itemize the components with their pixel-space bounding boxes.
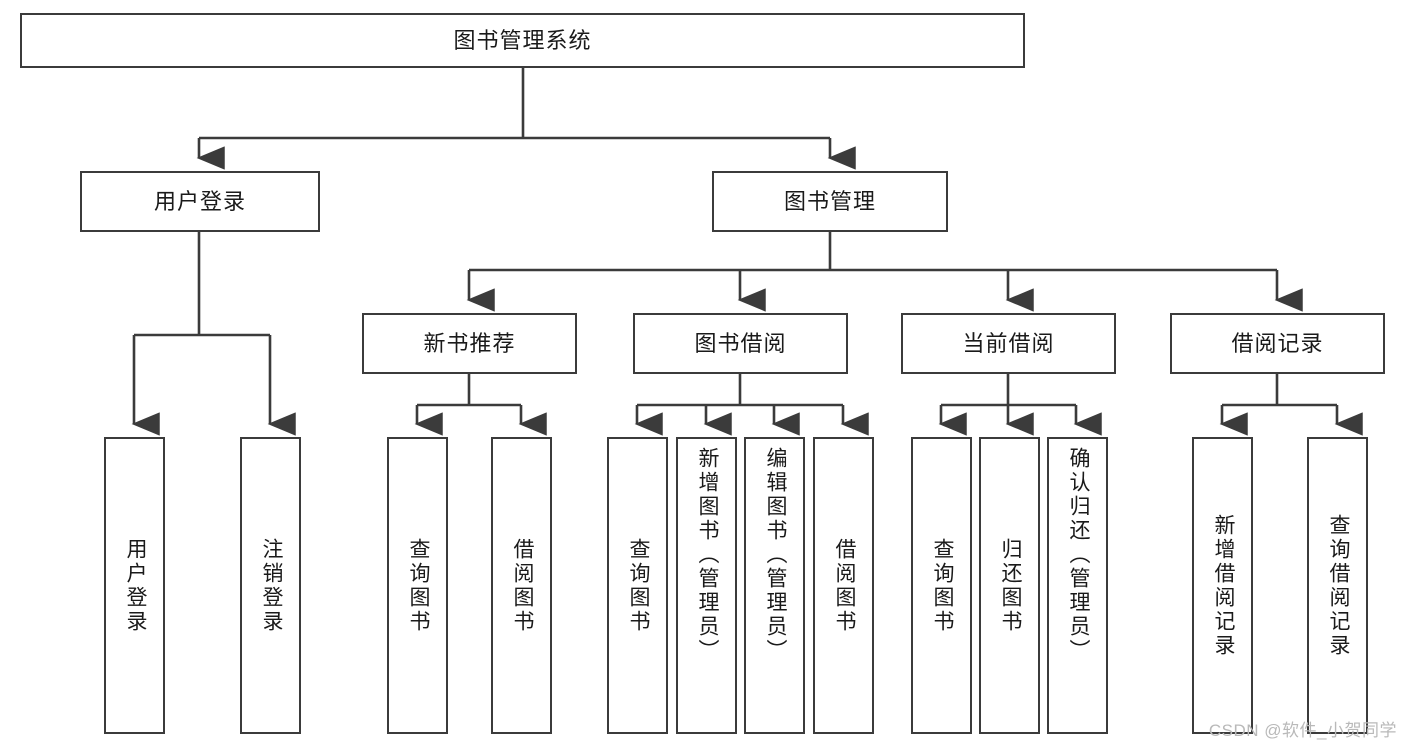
node-book-borrow-label: 图书借阅 — [694, 330, 787, 356]
node-current-borrow[interactable]: 当前借阅 — [901, 313, 1116, 374]
leaf-current-borrow-return[interactable]: 归还图书 — [979, 437, 1040, 734]
leaf-label: 归还图书 — [998, 537, 1022, 634]
leaf-label: 注销登录 — [259, 537, 283, 634]
leaf-book-borrow-lend[interactable]: 借阅图书 — [813, 437, 874, 734]
leaf-label: 确认归还（管理员） — [1066, 447, 1090, 663]
leaf-new-book-borrow[interactable]: 借阅图书 — [491, 437, 552, 734]
leaf-label: 新增借阅记录 — [1211, 513, 1235, 658]
leaf-book-borrow-edit[interactable]: 编辑图书（管理员） — [744, 437, 805, 734]
leaf-label: 新增图书（管理员） — [695, 447, 719, 663]
node-root-label: 图书管理系统 — [453, 27, 592, 53]
leaf-current-borrow-query[interactable]: 查询图书 — [911, 437, 972, 734]
leaf-borrow-record-query[interactable]: 查询借阅记录 — [1307, 437, 1368, 734]
node-new-book-recommend[interactable]: 新书推荐 — [362, 313, 577, 374]
leaf-current-borrow-confirm[interactable]: 确认归还（管理员） — [1047, 437, 1108, 734]
node-borrow-record-label: 借阅记录 — [1231, 330, 1324, 356]
leaf-user-login-signin[interactable]: 用户登录 — [104, 437, 165, 734]
node-book-manage[interactable]: 图书管理 — [712, 171, 948, 232]
leaf-label: 查询借阅记录 — [1326, 513, 1350, 658]
leaf-label: 借阅图书 — [832, 537, 856, 634]
leaf-new-book-query[interactable]: 查询图书 — [387, 437, 448, 734]
node-new-book-recommend-label: 新书推荐 — [423, 330, 516, 356]
leaf-label: 借阅图书 — [510, 537, 534, 634]
leaf-label: 编辑图书（管理员） — [763, 447, 787, 663]
leaf-user-login-signout[interactable]: 注销登录 — [240, 437, 301, 734]
node-user-login[interactable]: 用户登录 — [80, 171, 320, 232]
node-borrow-record[interactable]: 借阅记录 — [1170, 313, 1385, 374]
leaf-label: 查询图书 — [626, 537, 650, 634]
node-user-login-label: 用户登录 — [153, 188, 246, 214]
watermark: CSDN @软件_小贺同学 — [1208, 721, 1397, 740]
node-current-borrow-label: 当前借阅 — [962, 330, 1055, 356]
node-root[interactable]: 图书管理系统 — [20, 13, 1025, 68]
leaf-borrow-record-add[interactable]: 新增借阅记录 — [1192, 437, 1253, 734]
leaf-label: 查询图书 — [406, 537, 430, 634]
node-book-borrow[interactable]: 图书借阅 — [633, 313, 848, 374]
leaf-label: 用户登录 — [123, 537, 147, 634]
node-book-manage-label: 图书管理 — [783, 188, 876, 214]
leaf-book-borrow-query[interactable]: 查询图书 — [607, 437, 668, 734]
leaf-label: 查询图书 — [930, 537, 954, 634]
leaf-book-borrow-add[interactable]: 新增图书（管理员） — [676, 437, 737, 734]
